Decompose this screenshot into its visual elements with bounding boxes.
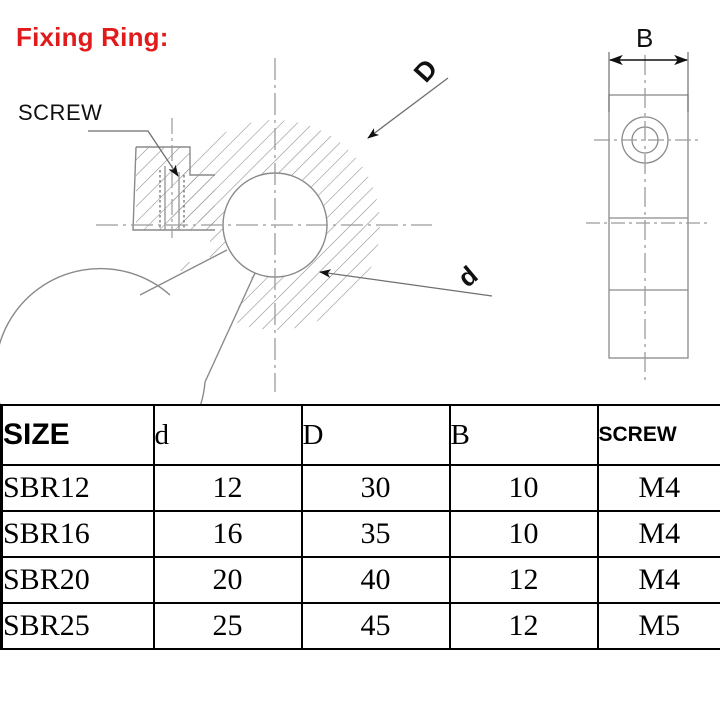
slot-upper-flank <box>139 249 228 296</box>
cell-D: 35 <box>300 510 451 558</box>
outer-diameter-leader-line <box>367 77 449 139</box>
cell-d: 16 <box>152 510 303 558</box>
cell-size: SBR20 <box>0 556 155 604</box>
table-row: SBR20 20 40 12 M4 <box>0 556 720 604</box>
header-cell-d: d <box>152 404 303 466</box>
side-view-body-outline <box>608 94 689 359</box>
cell-D: 45 <box>300 602 451 650</box>
cell-D: 40 <box>300 556 451 604</box>
header-cell-B: B <box>448 404 599 466</box>
cell-screw: M4 <box>596 510 720 558</box>
cell-B: 10 <box>448 510 599 558</box>
screw-label: SCREW <box>18 100 103 125</box>
table-header-row: SIZE d D B SCREW <box>0 404 720 466</box>
slot-lower-flank <box>204 272 256 383</box>
cell-size: SBR16 <box>0 510 155 558</box>
inner-diameter-leader-line <box>319 269 493 297</box>
cell-D: 30 <box>300 464 451 512</box>
cell-screw: M5 <box>596 602 720 650</box>
table-row: SBR12 12 30 10 M4 <box>0 464 720 512</box>
cell-B: 12 <box>448 556 599 604</box>
cell-B: 12 <box>448 602 599 650</box>
cell-d: 20 <box>152 556 303 604</box>
cell-d: 12 <box>152 464 303 512</box>
drawing-svg <box>0 52 708 480</box>
boss-hatch-fill <box>120 140 230 240</box>
table-row: SBR25 25 45 12 M5 <box>0 602 720 650</box>
boss-step-outline <box>136 146 215 176</box>
cell-d: 25 <box>152 602 303 650</box>
ring-side-view <box>586 52 708 382</box>
boss-lower-outline <box>132 146 215 231</box>
cell-size: SBR25 <box>0 602 155 650</box>
table-row: SBR16 16 35 10 M4 <box>0 510 720 558</box>
cell-B: 10 <box>448 464 599 512</box>
header-cell-size: SIZE <box>0 404 155 466</box>
specification-table: SIZE d D B SCREW SBR12 12 30 10 M4 SBR16… <box>0 404 720 650</box>
cell-size: SBR12 <box>0 464 155 512</box>
technical-drawing: SCREW D d B <box>0 23 708 480</box>
header-cell-D: D <box>300 404 451 466</box>
screw-leader-line <box>88 130 179 177</box>
ring-section-view <box>0 58 493 480</box>
header-cell-screw: SCREW <box>596 404 720 466</box>
width-label: B <box>636 23 654 53</box>
cell-screw: M4 <box>596 556 720 604</box>
cell-screw: M4 <box>596 464 720 512</box>
page-title: Fixing Ring: <box>16 22 169 52</box>
